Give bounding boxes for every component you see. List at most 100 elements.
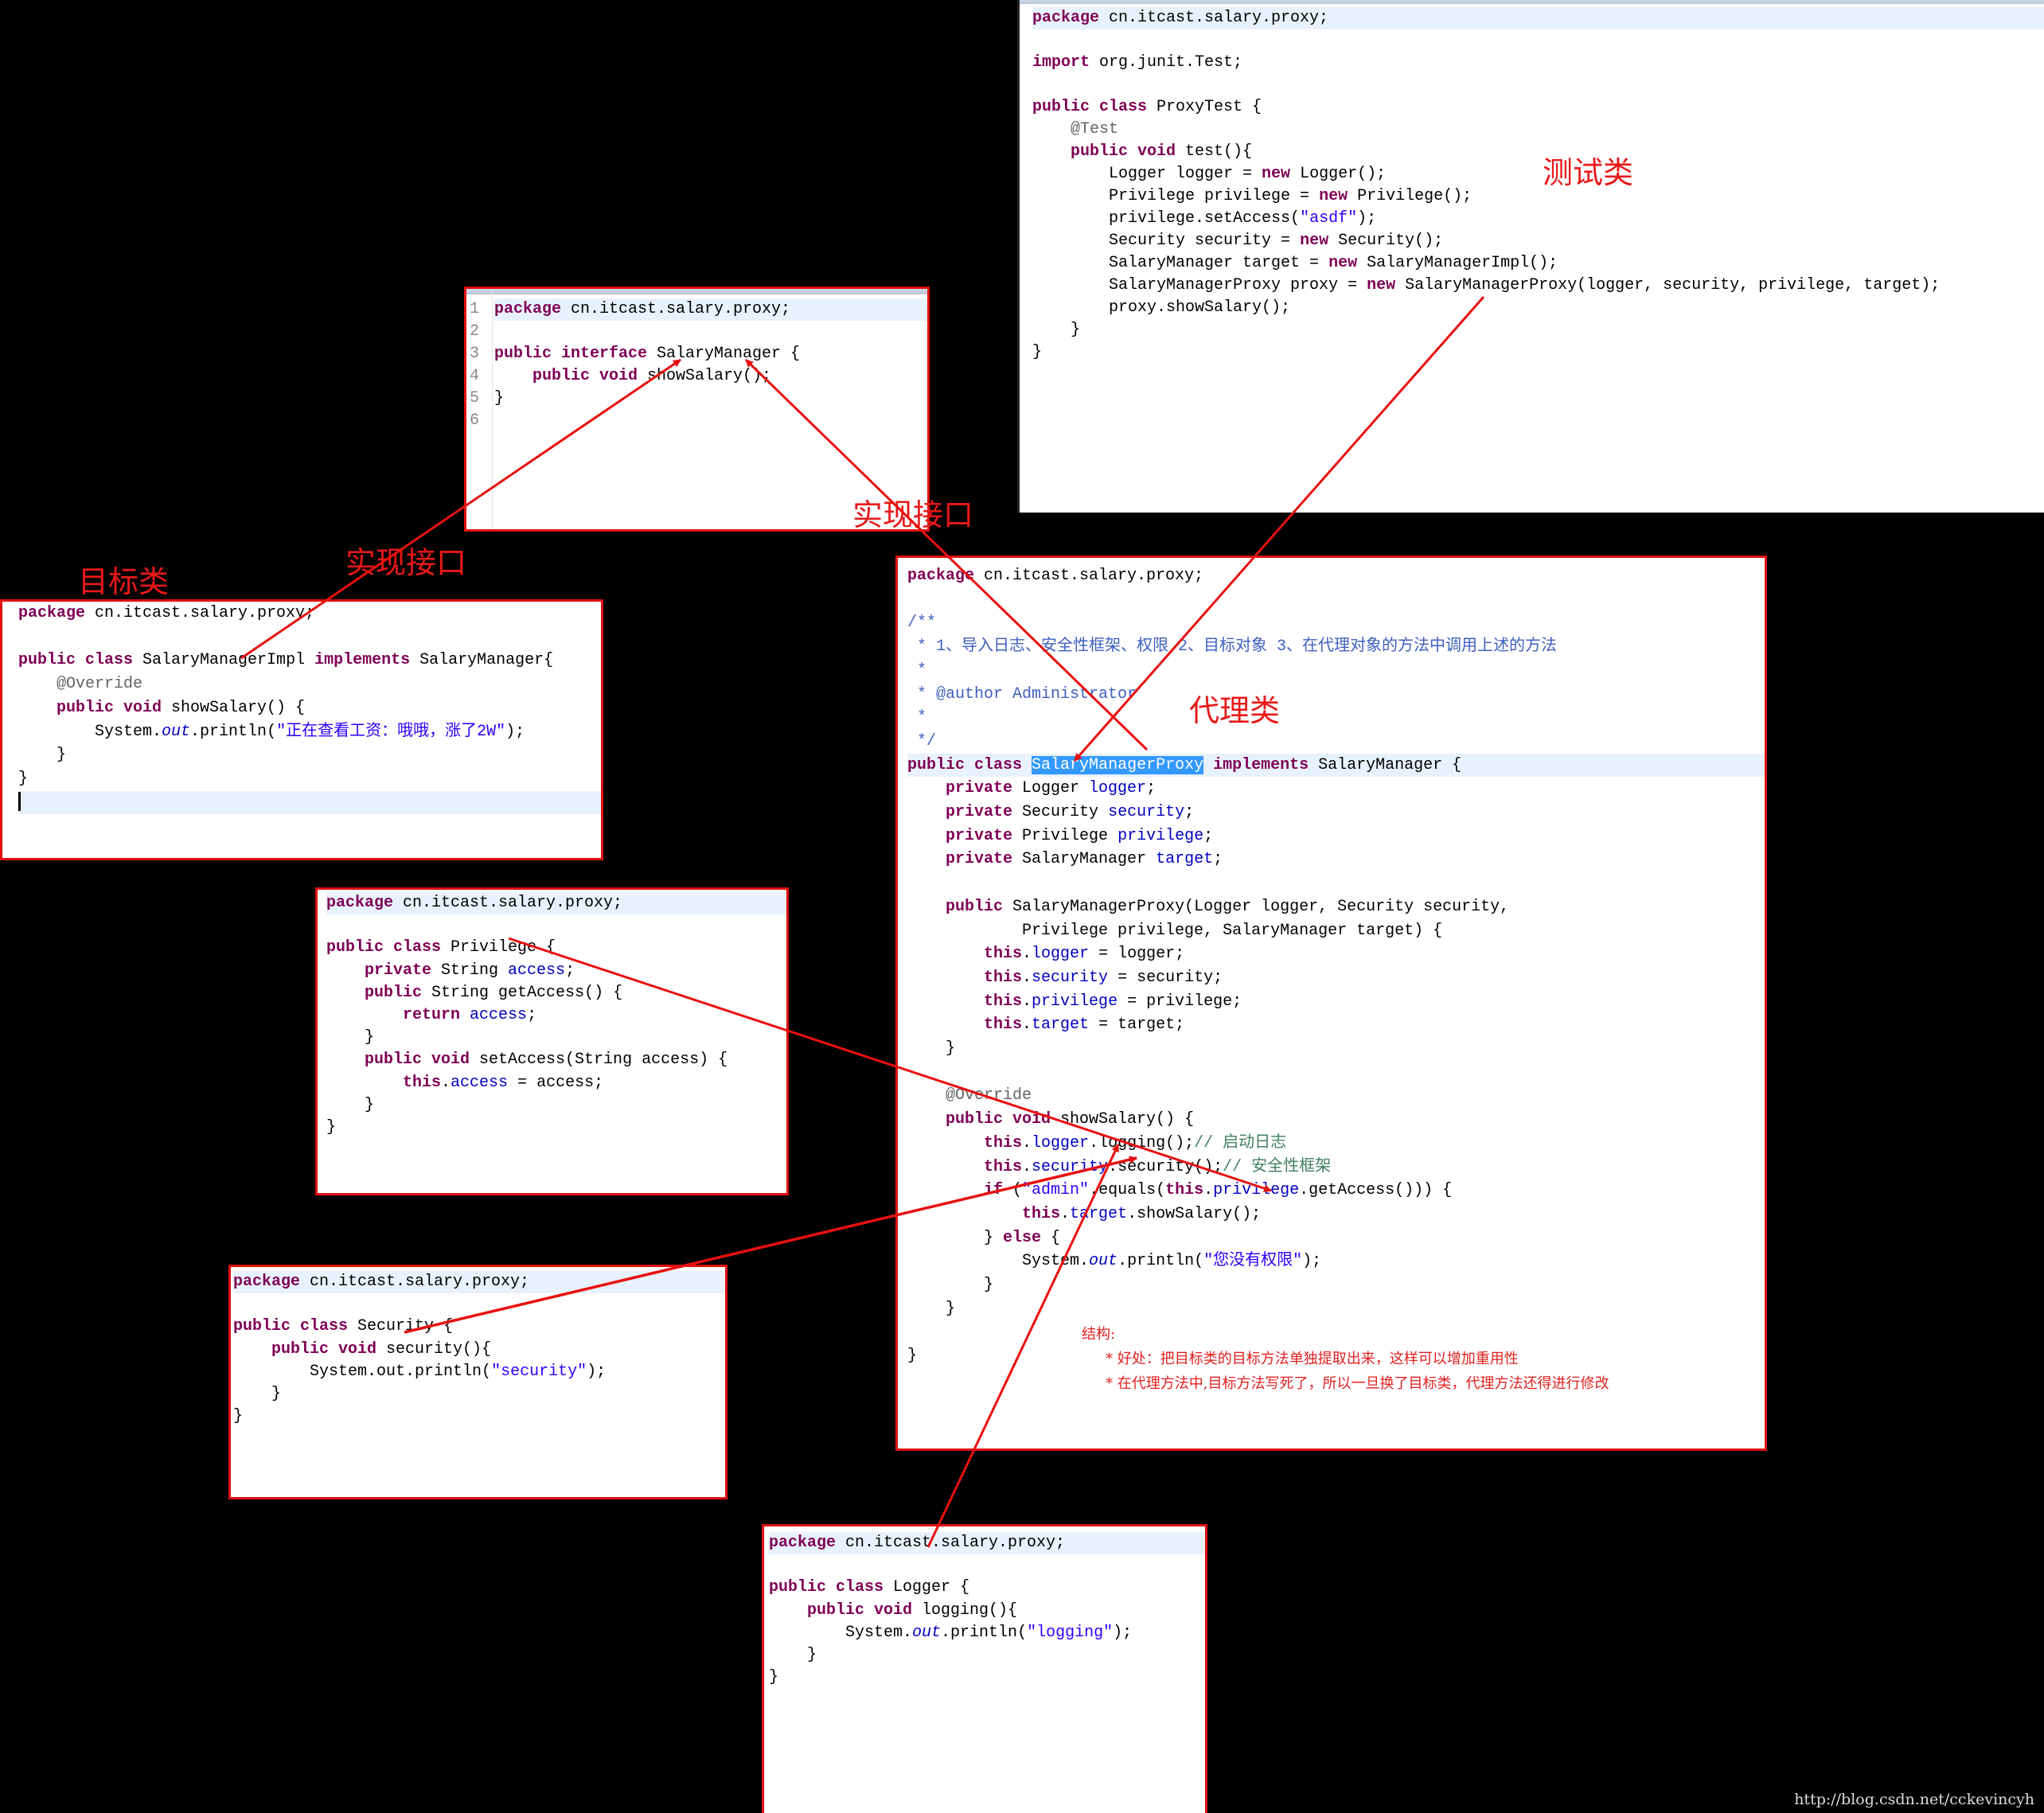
code-line[interactable] [769, 1554, 1205, 1577]
code-line[interactable]: this.logger = logger; [907, 942, 1765, 966]
code-line[interactable]: package cn.itcast.salary.proxy; [769, 1532, 1205, 1555]
code-area[interactable]: package cn.itcast.salary.proxy; public c… [764, 1532, 1205, 1689]
code-line[interactable] [18, 790, 601, 815]
code-line[interactable]: public void security(){ [233, 1339, 725, 1361]
code-line[interactable]: public void showSalary() { [18, 696, 601, 720]
code-line[interactable]: Security security = new Security(); [1032, 230, 2044, 252]
code-line[interactable] [18, 626, 601, 649]
code-line[interactable]: public SalaryManagerProxy(Logger logger,… [907, 895, 1765, 919]
code-line[interactable]: } [907, 1297, 1765, 1321]
code-line[interactable]: private Logger logger; [907, 777, 1765, 801]
code-line[interactable]: } [1032, 341, 2044, 364]
code-line[interactable]: this.logger.logging();// 启动日志 [907, 1132, 1765, 1156]
code-line[interactable]: public void logging(){ [769, 1600, 1205, 1622]
code-line[interactable]: public void showSalary() { [907, 1108, 1765, 1132]
code-line[interactable]: this.security.security();// 安全性框架 [907, 1156, 1765, 1179]
code-line[interactable]: @Test [1032, 119, 2044, 141]
code-line[interactable]: this.privilege = privilege; [907, 990, 1765, 1014]
code-line[interactable]: SalaryManager target = new SalaryManager… [1032, 252, 2044, 275]
code-line[interactable]: public void test(){ [1032, 141, 2044, 163]
code-line[interactable] [494, 321, 927, 343]
code-line[interactable]: System.out.println("正在查看工资：哦哦，涨了2W"); [18, 720, 601, 744]
code-line[interactable]: package cn.itcast.salary.proxy; [233, 1271, 725, 1294]
code-line[interactable]: public class ProxyTest { [1032, 96, 2044, 119]
code-line[interactable]: } [233, 1406, 725, 1428]
code-line[interactable]: private Privilege privilege; [907, 825, 1765, 848]
editor-tab-strip[interactable] [1020, 0, 2044, 4]
code-line[interactable] [494, 410, 927, 432]
code-line[interactable]: * [907, 659, 1765, 683]
code-line[interactable]: this.security = security; [907, 966, 1765, 990]
code-line[interactable]: this.target = target; [907, 1013, 1765, 1037]
code-line[interactable]: } [907, 1273, 1765, 1297]
code-line[interactable]: public class Privilege { [326, 937, 786, 959]
code-line[interactable]: private String access; [326, 960, 786, 982]
code-line[interactable]: this.access = access; [326, 1072, 786, 1094]
code-line[interactable]: * @author Administrator [907, 683, 1765, 707]
code-line[interactable]: } else { [907, 1226, 1765, 1250]
code-line[interactable]: @Override [907, 1084, 1765, 1108]
code-line[interactable]: */ [907, 730, 1765, 754]
code-line[interactable]: } [326, 1117, 786, 1139]
code-area[interactable]: package cn.itcast.salary.proxy; public c… [318, 892, 786, 1139]
code-line[interactable]: } [907, 1344, 1765, 1368]
code-line[interactable]: public class Logger { [769, 1577, 1205, 1599]
code-line[interactable]: public void setAccess(String access) { [326, 1049, 786, 1071]
code-line[interactable] [907, 588, 1765, 612]
code-line[interactable]: package cn.itcast.salary.proxy; [494, 298, 927, 321]
code-line[interactable]: public String getAccess() { [326, 982, 786, 1004]
code-line[interactable]: package cn.itcast.salary.proxy; [18, 602, 601, 626]
code-line[interactable]: /** [907, 611, 1765, 635]
code-line[interactable]: } [233, 1383, 725, 1406]
code-line[interactable] [907, 1321, 1765, 1345]
code-line[interactable]: } [769, 1667, 1205, 1689]
code-line[interactable] [907, 871, 1765, 895]
code-area[interactable]: package cn.itcast.salary.proxy; public i… [466, 298, 927, 432]
code-line[interactable]: } [494, 388, 927, 410]
code-line[interactable]: Privilege privilege = new Privilege(); [1032, 185, 2044, 208]
code-line[interactable]: } [326, 1094, 786, 1117]
code-line[interactable]: import org.junit.Test; [1032, 52, 2044, 74]
code-line[interactable] [907, 1061, 1765, 1085]
code-line[interactable]: this.target.showSalary(); [907, 1203, 1765, 1226]
code-line[interactable] [233, 1293, 725, 1316]
code-line[interactable]: * 1、导入日志、安全性框架、权限 2、目标对象 3、在代理对象的方法中调用上述… [907, 635, 1765, 659]
code-line[interactable]: } [1032, 319, 2044, 341]
code-line[interactable]: * [907, 706, 1765, 730]
code-line[interactable]: System.out.println("您没有权限"); [907, 1250, 1765, 1273]
code-line[interactable]: SalaryManagerProxy proxy = new SalaryMan… [1032, 275, 2044, 297]
code-line[interactable]: } [18, 743, 601, 767]
code-line[interactable] [1032, 74, 2044, 96]
code-line[interactable] [1032, 29, 2044, 52]
code-line[interactable]: private SalaryManager target; [907, 848, 1765, 871]
code-line[interactable]: @Override [18, 673, 601, 696]
code-line[interactable]: Logger logger = new Logger(); [1032, 163, 2044, 185]
code-area[interactable]: package cn.itcast.salary.proxy; public c… [2, 602, 601, 815]
code-line[interactable]: System.out.println("security"); [233, 1361, 725, 1383]
editor-tab-strip[interactable] [466, 289, 927, 294]
code-area[interactable]: package cn.itcast.salary.proxy; import o… [1020, 7, 2044, 364]
code-line[interactable]: if ("admin".equals(this.privilege.getAcc… [907, 1179, 1765, 1203]
code-line[interactable]: } [907, 1037, 1765, 1061]
code-line[interactable] [326, 914, 786, 937]
code-token: private [907, 850, 1013, 869]
code-line[interactable]: } [18, 767, 601, 791]
code-area[interactable]: package cn.itcast.salary.proxy; public c… [231, 1271, 725, 1428]
code-line[interactable]: return access; [326, 1004, 786, 1027]
code-line[interactable]: public void showSalary(); [494, 365, 927, 388]
code-line[interactable]: public class SalaryManagerImpl implement… [18, 649, 601, 673]
code-line[interactable]: } [769, 1644, 1205, 1667]
code-line[interactable]: public class Security { [233, 1316, 725, 1338]
code-line[interactable]: privilege.setAccess("asdf"); [1032, 208, 2044, 230]
code-area[interactable]: package cn.itcast.salary.proxy; /** * 1、… [898, 564, 1765, 1368]
code-line[interactable]: private Security security; [907, 801, 1765, 825]
code-line[interactable]: } [326, 1027, 786, 1049]
code-line[interactable]: public interface SalaryManager { [494, 343, 927, 365]
code-line[interactable]: Privilege privilege, SalaryManager targe… [907, 919, 1765, 943]
code-line[interactable]: proxy.showSalary(); [1032, 297, 2044, 319]
code-line[interactable]: public class SalaryManagerProxy implemen… [907, 753, 1765, 778]
code-line[interactable]: package cn.itcast.salary.proxy; [326, 892, 786, 915]
code-line[interactable]: System.out.println("logging"); [769, 1622, 1205, 1644]
code-line[interactable]: package cn.itcast.salary.proxy; [1032, 7, 2044, 29]
code-line[interactable]: package cn.itcast.salary.proxy; [907, 564, 1765, 588]
